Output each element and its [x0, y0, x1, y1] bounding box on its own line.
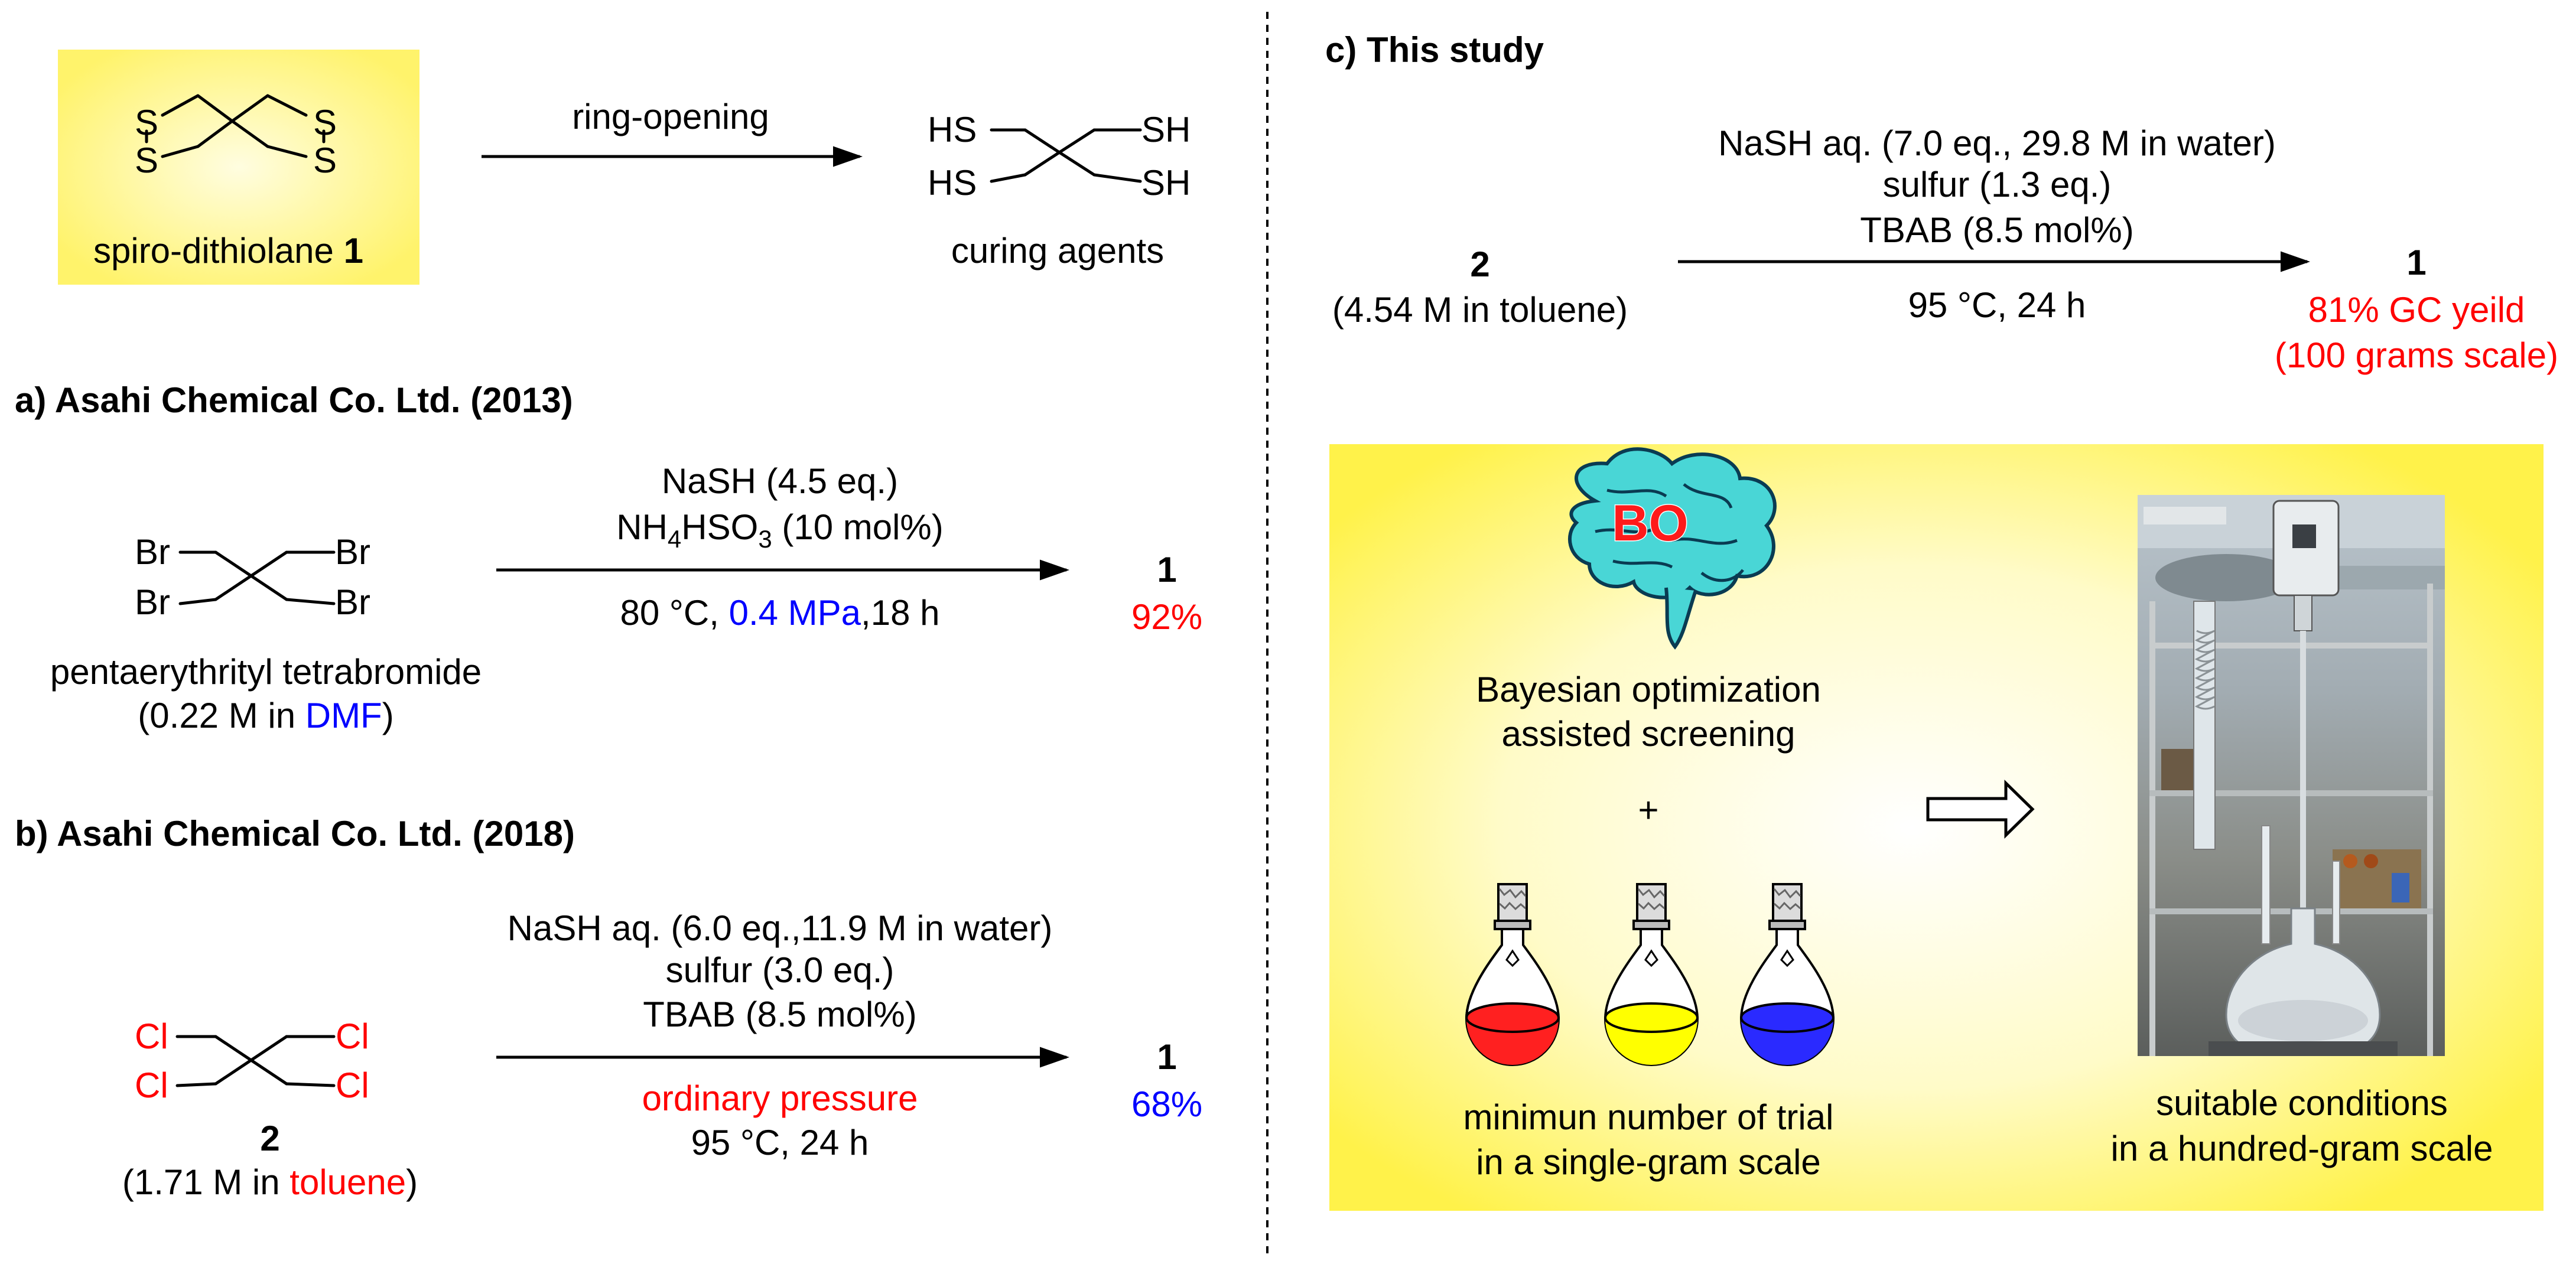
- section-c: c) This study 2 (4.54 M in toluene) NaSH…: [1325, 30, 2558, 375]
- compound-highlight: [58, 50, 419, 285]
- bayesian-label-line1: Bayesian optimization: [1476, 670, 1821, 709]
- sm-num-b: 2: [260, 1119, 279, 1158]
- yield-a: 92%: [1131, 597, 1202, 637]
- reagent-nh4hso3: NH4HSO3 (10 mol%): [616, 507, 944, 553]
- atom-br: Br: [335, 532, 370, 572]
- flask-label-line1: minimun number of trial: [1463, 1097, 1834, 1137]
- condition-temp-b: 95 °C, 24 h: [691, 1123, 869, 1162]
- reagent-nash: NaSH (4.5 eq.): [662, 461, 898, 501]
- scale-up-arrow: [1926, 780, 2035, 839]
- sm-concentration-b: (1.71 M in toluene): [122, 1162, 418, 1202]
- ring-opening-label: ring-opening: [572, 97, 769, 136]
- sm-num-c: 2: [1470, 245, 1489, 284]
- yield-c: 81% GC yeild: [2308, 290, 2525, 330]
- tetrachloride-structure: Cl Cl Cl Cl: [135, 1016, 369, 1105]
- atom-sh: SH: [1141, 163, 1191, 203]
- atom-s: S: [135, 141, 158, 180]
- section-a-heading: a) Asahi Chemical Co. Ltd. (2013): [15, 380, 573, 420]
- lab-setup-photo: [2138, 495, 2445, 1056]
- product-num-b: 1: [1157, 1037, 1176, 1077]
- conditions-c: 95 °C, 24 h: [1908, 285, 2086, 325]
- section-a: a) Asahi Chemical Co. Ltd. (2013) Br Br …: [15, 380, 1202, 735]
- product-num-c: 1: [2406, 243, 2426, 282]
- section-b-heading: b) Asahi Chemical Co. Ltd. (2018): [15, 814, 575, 853]
- yield-b: 68%: [1131, 1084, 1202, 1124]
- photo-label-line2: in a hundred-gram scale: [2110, 1129, 2493, 1168]
- atom-hs: HS: [928, 110, 977, 149]
- product-num-a: 1: [1157, 550, 1176, 589]
- atom-s: S: [313, 141, 337, 180]
- sm-name: pentaerythrityl tetrabromide: [50, 652, 482, 692]
- flask-yellow: [1604, 883, 1699, 1066]
- atom-cl: Cl: [135, 1016, 168, 1056]
- tetrabromide-structure: Br Br Br Br: [135, 532, 370, 622]
- condition-pressure-b: ordinary pressure: [642, 1078, 918, 1118]
- atom-br: Br: [335, 582, 370, 622]
- sm-concentration: (0.22 M in DMF): [138, 696, 393, 735]
- section-c-heading: c) This study: [1325, 30, 1544, 70]
- compound-name: spiro-dithiolane 1: [93, 231, 363, 271]
- spiro-dithiolane-structure: S S S S: [135, 94, 337, 180]
- flask-red: [1465, 883, 1560, 1066]
- reagent-sulfur-c: sulfur (1.3 eq.): [1883, 165, 2112, 204]
- flask-label-line2: in a single-gram scale: [1476, 1142, 1821, 1182]
- photo-label-line1: suitable conditions: [2156, 1083, 2448, 1123]
- brain-bo-text: BO: [1612, 495, 1689, 552]
- atom-br: Br: [135, 582, 170, 622]
- sm-concentration-c: (4.54 M in toluene): [1332, 290, 1628, 330]
- top-scheme: S S S S spiro-dithiolane 1 ring-opening …: [58, 50, 1191, 285]
- atom-s: S: [313, 103, 337, 142]
- brain-icon: BO: [1567, 447, 1777, 650]
- atom-br: Br: [135, 532, 170, 572]
- reagent-sulfur: sulfur (3.0 eq.): [666, 950, 895, 990]
- plus-sign: +: [1638, 790, 1658, 830]
- scale-c: (100 grams scale): [2275, 335, 2558, 375]
- atom-cl: Cl: [336, 1016, 369, 1056]
- curing-agent-structure: HS HS SH SH: [928, 110, 1191, 203]
- reagent-nash-aq: NaSH aq. (6.0 eq.,11.9 M in water): [508, 908, 1053, 948]
- reagent-nash-aq-c: NaSH aq. (7.0 eq., 29.8 M in water): [1718, 123, 2276, 163]
- curing-agents-label: curing agents: [951, 231, 1164, 271]
- atom-cl: Cl: [135, 1066, 168, 1105]
- atom-hs: HS: [928, 163, 977, 203]
- atom-cl: Cl: [336, 1066, 369, 1105]
- atom-s: S: [135, 103, 158, 142]
- reagent-tbab: TBAB (8.5 mol%): [643, 995, 916, 1034]
- bayesian-label-line2: assisted screening: [1502, 714, 1796, 754]
- atom-sh: SH: [1141, 110, 1191, 149]
- section-b: b) Asahi Chemical Co. Ltd. (2018) Cl Cl …: [15, 814, 1202, 1202]
- flask-blue: [1739, 883, 1835, 1066]
- reagent-tbab-c: TBAB (8.5 mol%): [1860, 210, 2133, 250]
- conditions-a: 80 °C, 0.4 MPa,18 h: [620, 593, 940, 633]
